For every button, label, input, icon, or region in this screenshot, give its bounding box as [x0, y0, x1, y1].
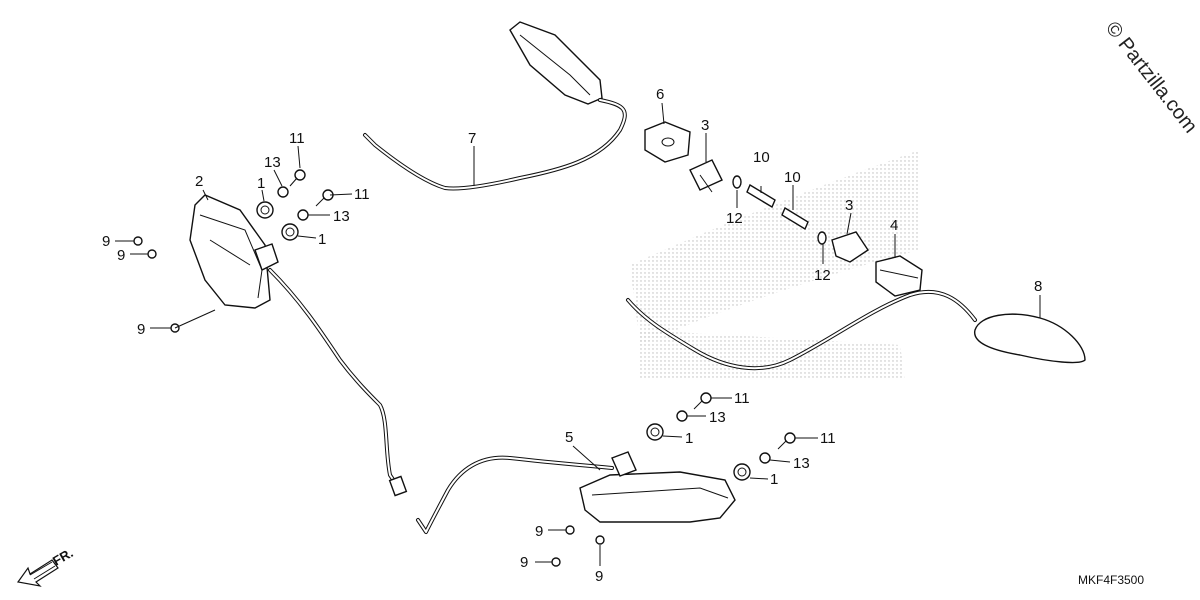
screw-11-lower-a[interactable]: [693, 392, 712, 410]
honda-wing-watermark: [630, 150, 920, 380]
bracket-3-upper[interactable]: [689, 159, 723, 193]
callout-13-a: 13: [264, 154, 281, 171]
washer-13-lower-a[interactable]: [676, 410, 688, 422]
lower-signal-lens[interactable]: [579, 451, 736, 523]
washer-13-upper-left[interactable]: [277, 186, 289, 198]
washer-13-lower-b[interactable]: [759, 452, 771, 464]
callout-9-f: 9: [595, 568, 603, 585]
callout-13-d: 13: [793, 455, 810, 472]
callout-5: 5: [565, 429, 573, 446]
bolt-10-a[interactable]: [746, 183, 776, 209]
callout-9-b: 9: [117, 247, 125, 264]
screw-11-mid-left[interactable]: [315, 189, 334, 207]
right-signal-lens[interactable]: [974, 313, 1086, 364]
grommet-1-lower-left[interactable]: [281, 223, 299, 241]
callout-1-c: 1: [685, 430, 693, 447]
bolt-10-b[interactable]: [781, 206, 809, 231]
callout-13-c: 13: [709, 409, 726, 426]
right-signal-harness: [626, 289, 977, 371]
callout-10-b: 10: [784, 169, 801, 186]
callout-10-a: 10: [753, 149, 770, 166]
washer-12-a[interactable]: [732, 175, 742, 189]
grommet-1-lower-a[interactable]: [646, 423, 664, 441]
callout-12-b: 12: [814, 267, 831, 284]
callout-11-c: 11: [734, 390, 750, 407]
screw-11-lower-b[interactable]: [777, 432, 796, 450]
callout-12-a: 12: [726, 210, 743, 227]
nut-9-d[interactable]: [565, 525, 575, 535]
screw-11-upper-left[interactable]: [289, 169, 306, 187]
leader-lines: [115, 102, 1041, 566]
rubber-mount-6[interactable]: [644, 121, 691, 163]
partzilla-watermark: © Partzilla.com: [1101, 18, 1200, 138]
callout-6: 6: [656, 86, 664, 103]
left-turn-signal-lens[interactable]: [189, 194, 279, 309]
callout-4: 4: [890, 217, 898, 234]
lower-signal-harness: [416, 455, 614, 534]
callout-9-e: 9: [520, 554, 528, 571]
callout-11-d: 11: [820, 430, 836, 447]
harness-7: [363, 98, 627, 191]
callout-labels: 2 11 13 1 11 13 1 9 9 9 7 6 3 10 12 10 3…: [102, 86, 1042, 585]
grommet-1-lower-b[interactable]: [733, 463, 751, 481]
callout-1-a: 1: [257, 175, 265, 192]
callout-9-c: 9: [137, 321, 145, 338]
washer-13-mid-left[interactable]: [297, 209, 309, 221]
front-direction-arrow: FR.: [16, 545, 76, 587]
nut-9-f[interactable]: [595, 535, 605, 545]
callout-1-d: 1: [770, 471, 778, 488]
callout-8: 8: [1034, 278, 1042, 295]
callout-11-a: 11: [289, 130, 305, 147]
left-signal-harness: [268, 268, 408, 497]
grommet-1-upper-left[interactable]: [256, 201, 274, 219]
callout-3-b: 3: [845, 197, 853, 214]
callout-9-d: 9: [535, 523, 543, 540]
washer-12-b[interactable]: [817, 231, 827, 245]
nut-9-a[interactable]: [133, 236, 143, 246]
callout-7: 7: [468, 130, 476, 147]
callout-2: 2: [195, 173, 203, 190]
nut-9-b[interactable]: [147, 249, 157, 259]
callout-3-a: 3: [701, 117, 709, 134]
connector-4[interactable]: [875, 255, 923, 297]
diagram-code: MKF4F3500: [1078, 573, 1144, 587]
callout-9-a: 9: [102, 233, 110, 250]
callout-11-b: 11: [354, 186, 370, 203]
nut-9-e[interactable]: [551, 557, 561, 567]
front-signal-upper-lens[interactable]: [509, 21, 603, 105]
callout-1-b: 1: [318, 231, 326, 248]
callout-13-b: 13: [333, 208, 350, 225]
bracket-3-lower[interactable]: [831, 231, 869, 263]
